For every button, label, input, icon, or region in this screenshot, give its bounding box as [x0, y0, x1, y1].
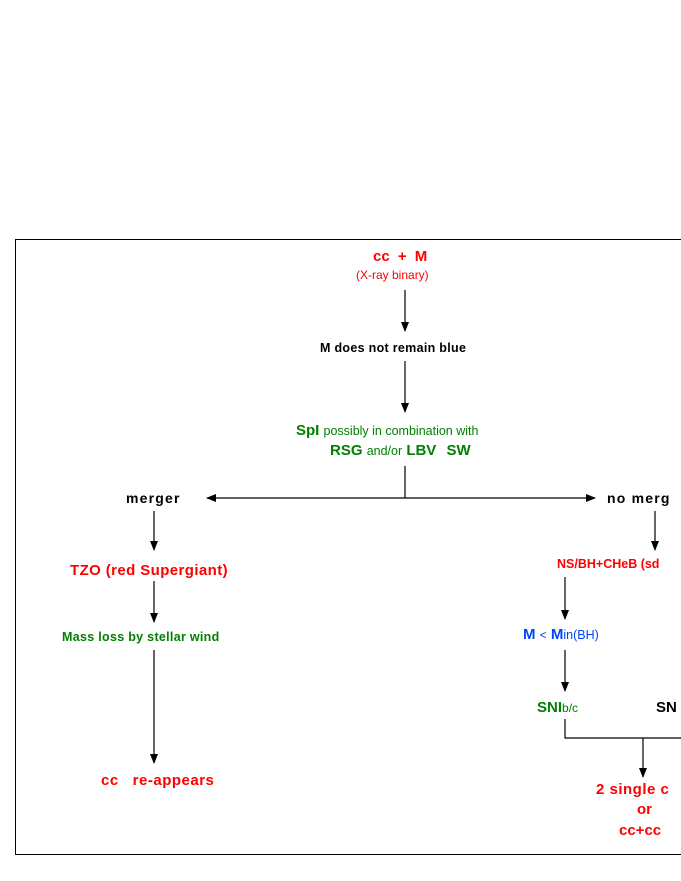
join-sni-sn	[564, 719, 681, 739]
node-merger: merger	[126, 490, 181, 506]
node-cc-reappears: cc re-appears	[101, 772, 215, 789]
node-mass-loss: Mass loss by stellar wind	[62, 630, 220, 644]
m-label: M	[414, 248, 428, 265]
node-spi-line1: SpI possibly in combination with	[296, 423, 478, 438]
node-spi-line2: RSG and/or LBV SW	[330, 443, 471, 458]
combination-text: possibly in combination with	[323, 424, 479, 438]
xray-binary-note: (X-ray binary)	[356, 268, 429, 282]
plus-label: +	[397, 248, 407, 265]
m-symbol-2: M	[550, 626, 564, 643]
rsg-label: RSG	[330, 442, 363, 459]
node-tzo: TZO (red Supergiant)	[70, 562, 228, 579]
node-m-lt-min: M < Min(BH)	[523, 627, 599, 642]
node-not-blue: M does not remain blue	[320, 341, 467, 355]
m-symbol: M	[523, 626, 536, 643]
node-no-merger: no merg	[607, 490, 671, 506]
node-single-line1: 2 single c	[596, 781, 670, 798]
min-bh-sub: in(BH)	[563, 628, 599, 642]
node-sn-right: SN	[656, 699, 677, 716]
sni-bc-sub: b/c	[562, 701, 579, 715]
diagram-frame	[15, 239, 681, 855]
node-ns-bh: NS/BH+CHeB (sd	[557, 557, 660, 571]
andor-text: and/or	[366, 444, 403, 458]
node-cc-plus-m: cc + M	[373, 249, 427, 264]
node-single-line2: or	[637, 801, 652, 818]
sw-label: SW	[446, 442, 471, 459]
lt-symbol: <	[539, 628, 547, 642]
lbv-label: LBV	[406, 442, 437, 459]
sni-label: SNI	[537, 699, 563, 716]
node-sni: SNIb/c	[537, 700, 578, 715]
spi-label: SpI	[296, 422, 320, 439]
cc-label: cc	[373, 248, 390, 265]
node-single-line3: cc+cc	[619, 822, 662, 839]
